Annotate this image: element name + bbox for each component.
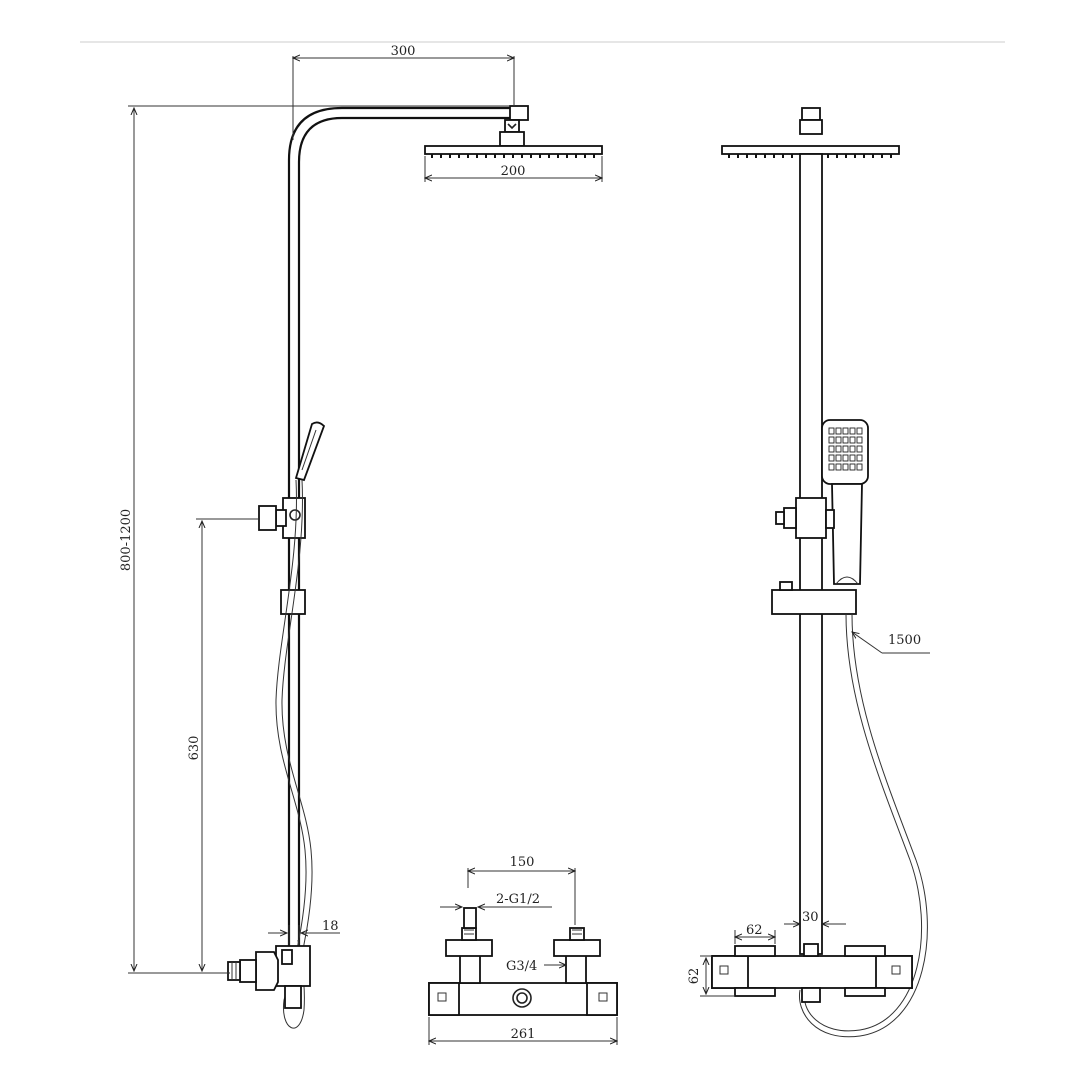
spray-hole	[835, 445, 842, 453]
spray-hole	[842, 454, 849, 462]
spray-hole	[828, 427, 835, 435]
spray-hole	[856, 463, 863, 471]
spray-hole	[828, 436, 835, 444]
spray-hole	[835, 454, 842, 462]
side-view: 300 200 800-1200 630 18	[119, 44, 602, 1029]
spray-hole	[849, 445, 856, 453]
spray-hole	[828, 445, 835, 453]
dim-height-range: 800-1200	[119, 509, 134, 571]
spray-hole	[835, 463, 842, 471]
spray-hole	[828, 454, 835, 462]
spray-hole	[856, 454, 863, 462]
dim-body-width: 62	[746, 923, 763, 938]
spray-hole	[842, 436, 849, 444]
dim-arm-length: 300	[391, 44, 416, 59]
spray-hole	[842, 463, 849, 471]
dim-head-width: 200	[501, 164, 526, 179]
front-view: 1500 62 30 62	[687, 107, 930, 1038]
spray-hole	[849, 436, 856, 444]
head-nozzles	[431, 154, 595, 158]
dim-inlet-thread: 2-G1/2	[496, 892, 540, 907]
mixer-top-view: 150 2-G1/2 G3/4 261	[429, 855, 617, 1045]
spray-hole	[842, 427, 849, 435]
spray-hole	[828, 463, 835, 471]
spray-hole	[856, 427, 863, 435]
dim-body-height: 62	[687, 968, 702, 985]
spray-hole	[835, 436, 842, 444]
spray-hole	[849, 454, 856, 462]
spray-hole	[856, 445, 863, 453]
spray-hole	[842, 445, 849, 453]
dim-pipe-diameter: 18	[322, 919, 339, 934]
dim-outlet-thread: G3/4	[506, 959, 537, 974]
spray-hole	[849, 427, 856, 435]
dim-outlet-height: 630	[187, 736, 202, 761]
dim-riser-width: 30	[802, 910, 819, 925]
spray-hole	[856, 436, 863, 444]
dim-hose-length: 1500	[888, 633, 921, 648]
spray-hole	[835, 427, 842, 435]
spray-hole	[849, 463, 856, 471]
dim-inlet-spacing: 150	[510, 855, 535, 870]
dim-mixer-width: 261	[511, 1027, 536, 1042]
